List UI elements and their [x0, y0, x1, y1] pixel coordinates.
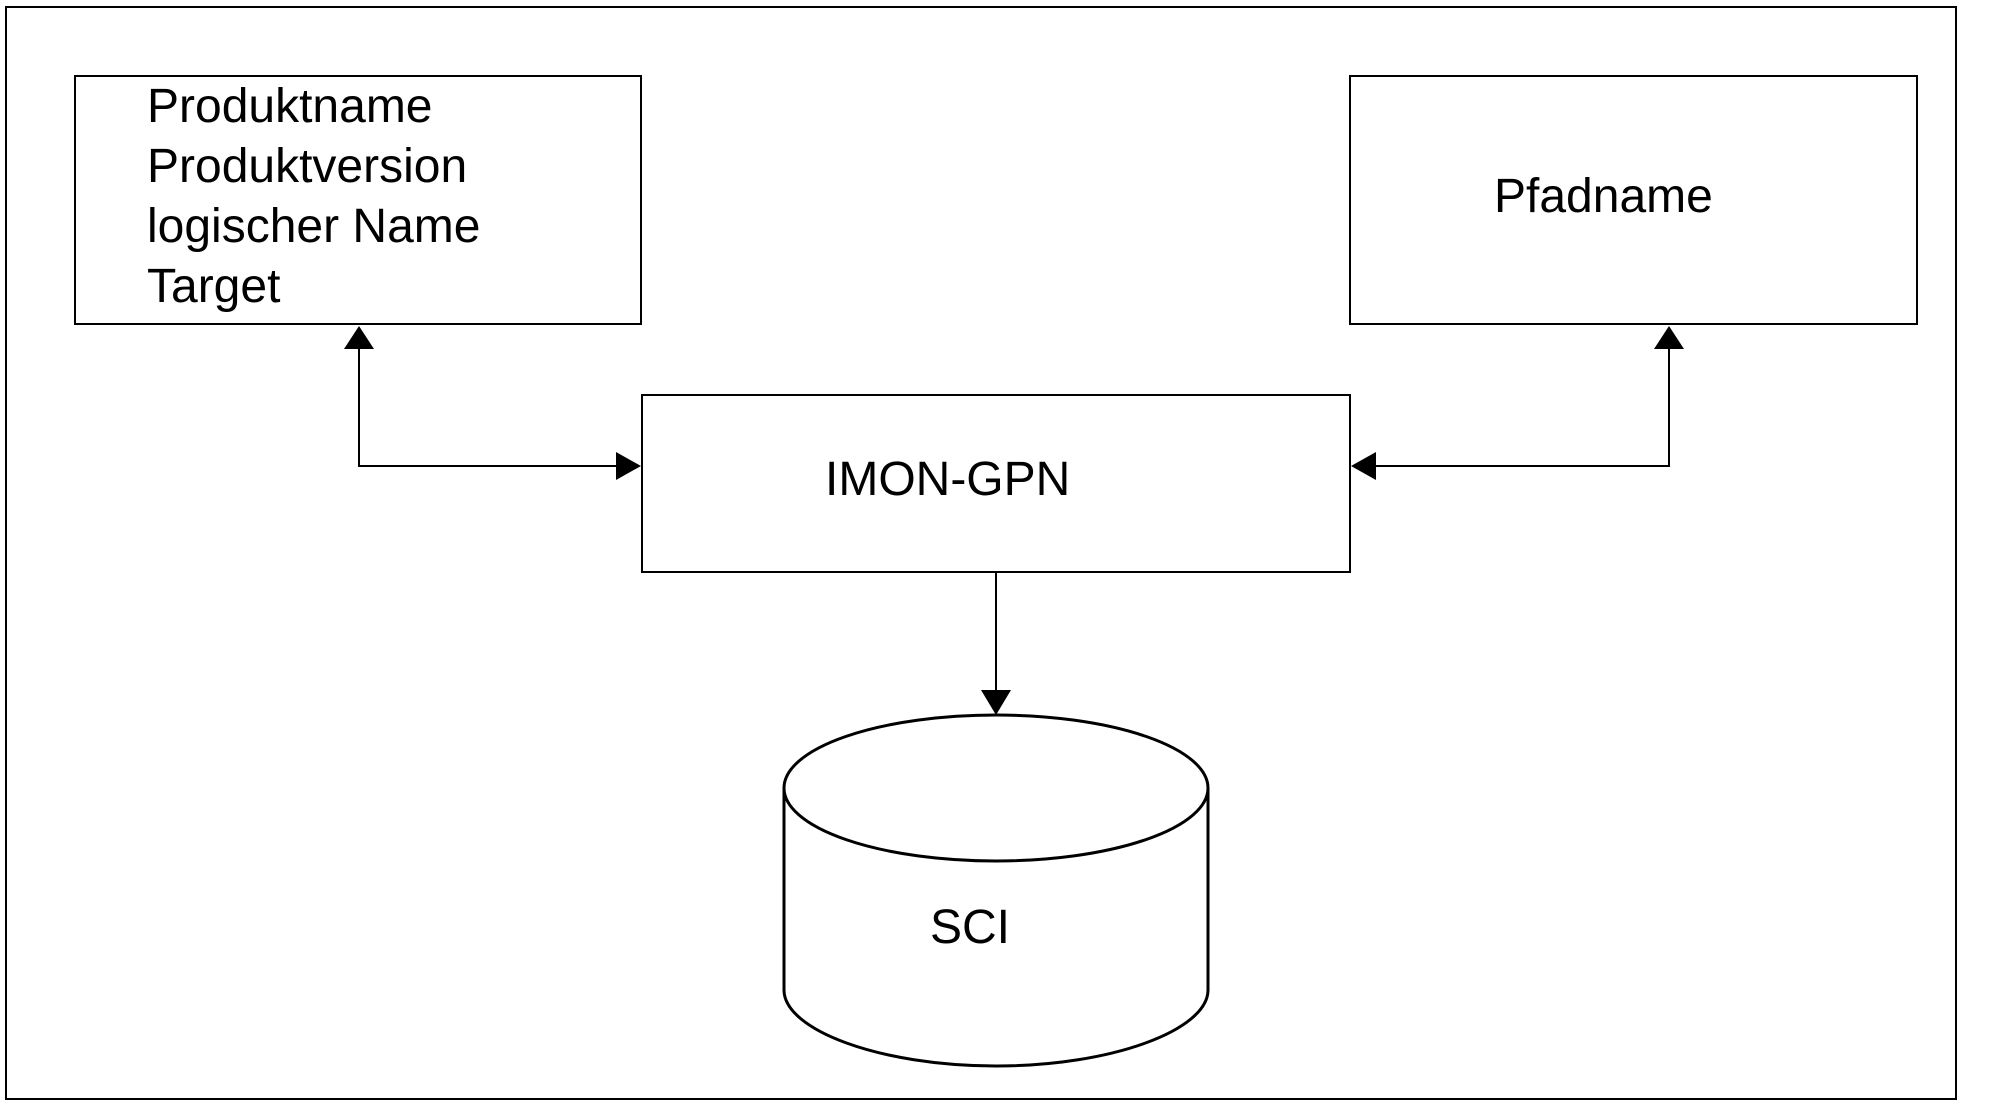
product-info-box: Produktname Produktversion logischer Nam…	[74, 75, 642, 325]
product-version-label: Produktversion	[147, 140, 468, 193]
connector-imon-sci	[981, 573, 1011, 715]
logical-name-label: logischer Name	[147, 200, 481, 253]
arrowhead-up-icon	[344, 326, 374, 349]
connector-path-imon	[1351, 326, 1684, 480]
imon-gpn-box: IMON-GPN	[641, 394, 1351, 573]
arrowhead-up-icon	[1654, 326, 1684, 349]
arrowhead-down-icon	[981, 690, 1011, 715]
database-cylinder	[782, 713, 1210, 1068]
product-name-label: Produktname	[147, 80, 433, 133]
imon-gpn-label: IMON-GPN	[825, 453, 1071, 506]
path-name-box: Pfadname	[1349, 75, 1918, 325]
diagram-frame	[5, 6, 1957, 1100]
target-label: Target	[147, 260, 281, 313]
path-name-label: Pfadname	[1494, 170, 1713, 223]
arrowhead-left-icon	[1351, 452, 1376, 480]
connector-product-imon	[344, 326, 641, 480]
arrowhead-right-icon	[616, 452, 641, 480]
sci-label: SCI	[930, 901, 1011, 954]
